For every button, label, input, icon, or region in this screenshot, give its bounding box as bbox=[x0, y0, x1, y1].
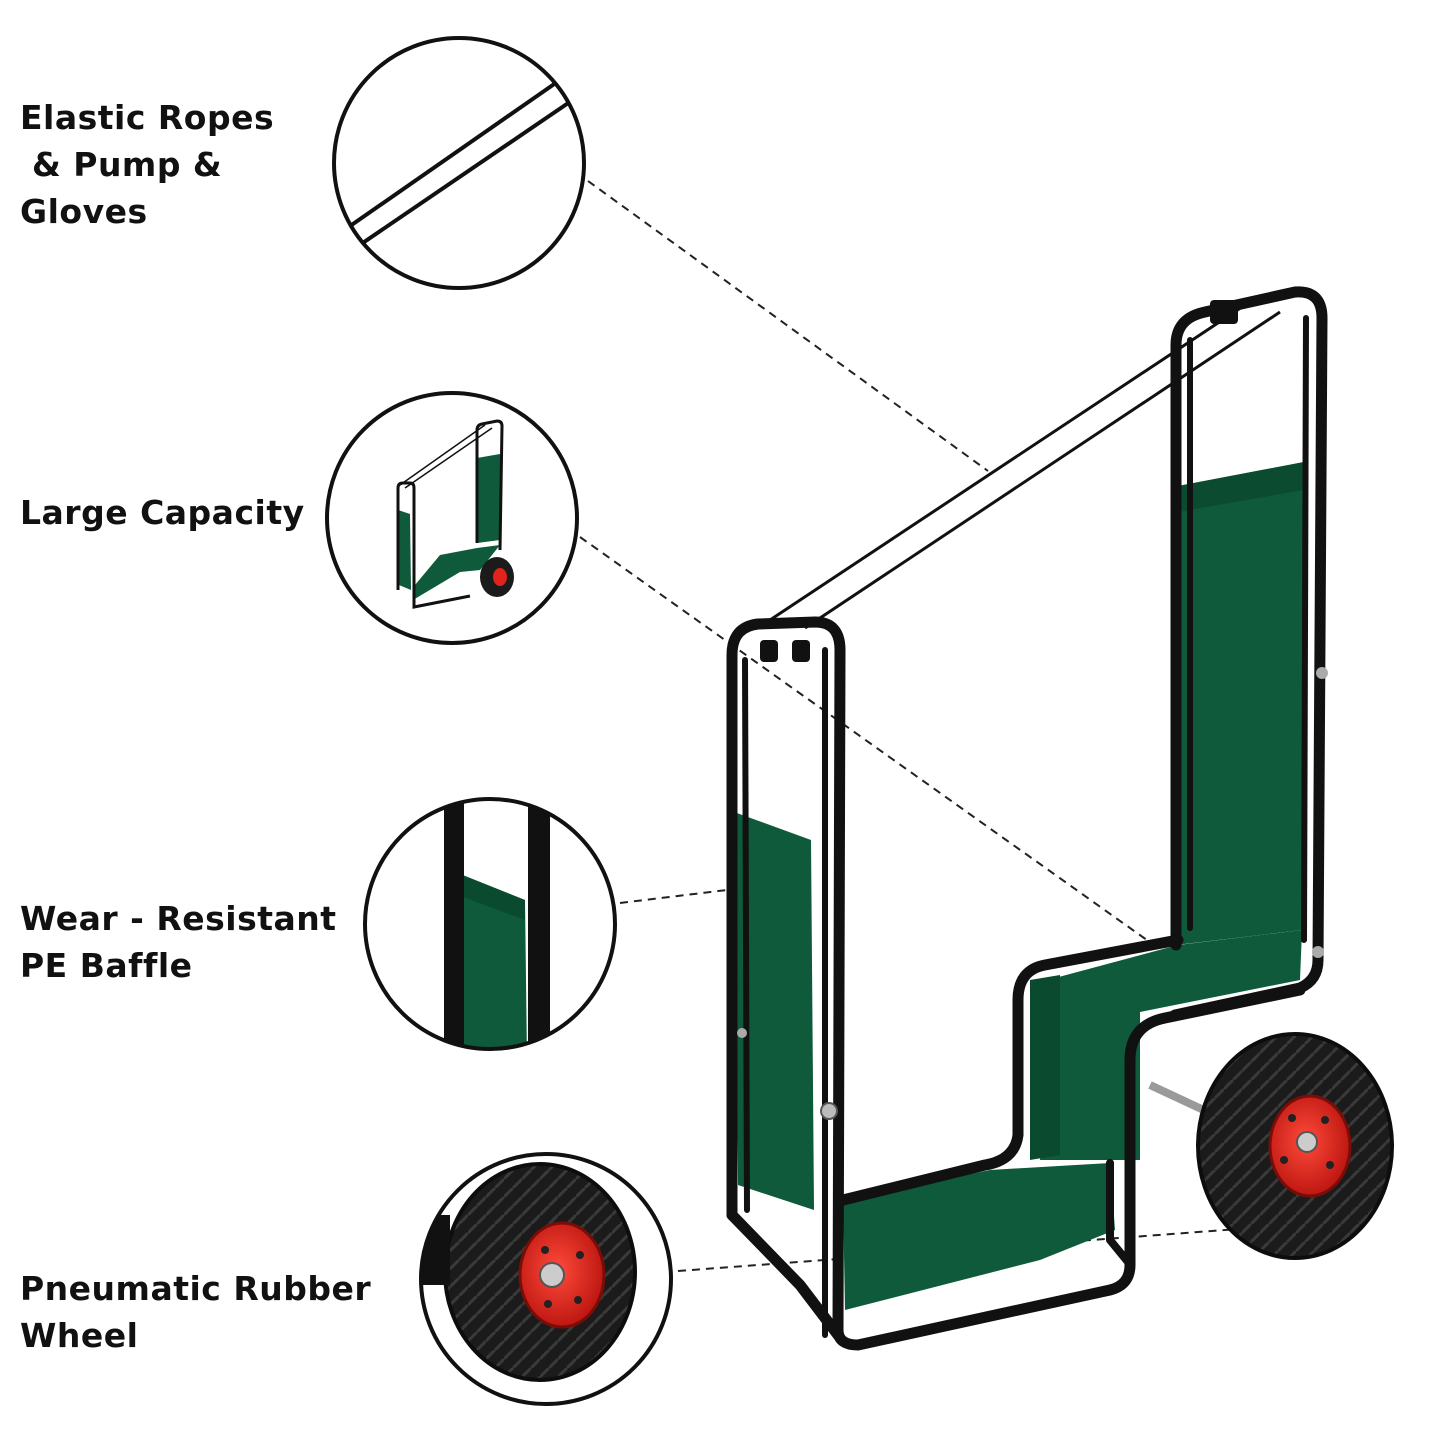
cart-wheel bbox=[1196, 1032, 1394, 1260]
label-line: PE Baffle bbox=[20, 946, 193, 985]
callout-lines bbox=[579, 180, 1266, 1272]
label-line: Gloves bbox=[20, 192, 148, 231]
leader-line-ropes bbox=[587, 180, 989, 472]
front-fabric-panel bbox=[734, 812, 814, 1210]
detail-circle-capacity bbox=[325, 391, 579, 645]
leader-line-baffle bbox=[619, 884, 769, 904]
feature-label-wear-resistant-baffle: Wear - Resistant PE Baffle bbox=[20, 895, 337, 989]
feature-label-large-capacity: Large Capacity bbox=[20, 489, 305, 536]
leader-line-capacity bbox=[579, 536, 1176, 961]
label-line: Wheel bbox=[20, 1316, 139, 1355]
feature-label-elastic-ropes: Elastic Ropes & Pump & Gloves bbox=[20, 94, 274, 235]
seat-fabric bbox=[1040, 930, 1302, 1160]
rear-fabric-panel bbox=[1176, 462, 1304, 945]
detail-circle-wheel bbox=[419, 1152, 673, 1406]
label-line: & Pump & bbox=[20, 145, 223, 184]
label-line: Pneumatic Rubber bbox=[20, 1269, 372, 1308]
detail-circle-baffle bbox=[363, 797, 617, 1051]
detail-circle-ropes bbox=[332, 36, 586, 290]
feature-label-pneumatic-wheel: Pneumatic Rubber Wheel bbox=[20, 1265, 371, 1359]
base-fabric bbox=[843, 1163, 1115, 1310]
label-line: Wear - Resistant bbox=[20, 899, 337, 938]
log-cart-product bbox=[726, 286, 1394, 1351]
label-line: Large Capacity bbox=[20, 493, 305, 532]
label-line: Elastic Ropes bbox=[20, 98, 275, 137]
